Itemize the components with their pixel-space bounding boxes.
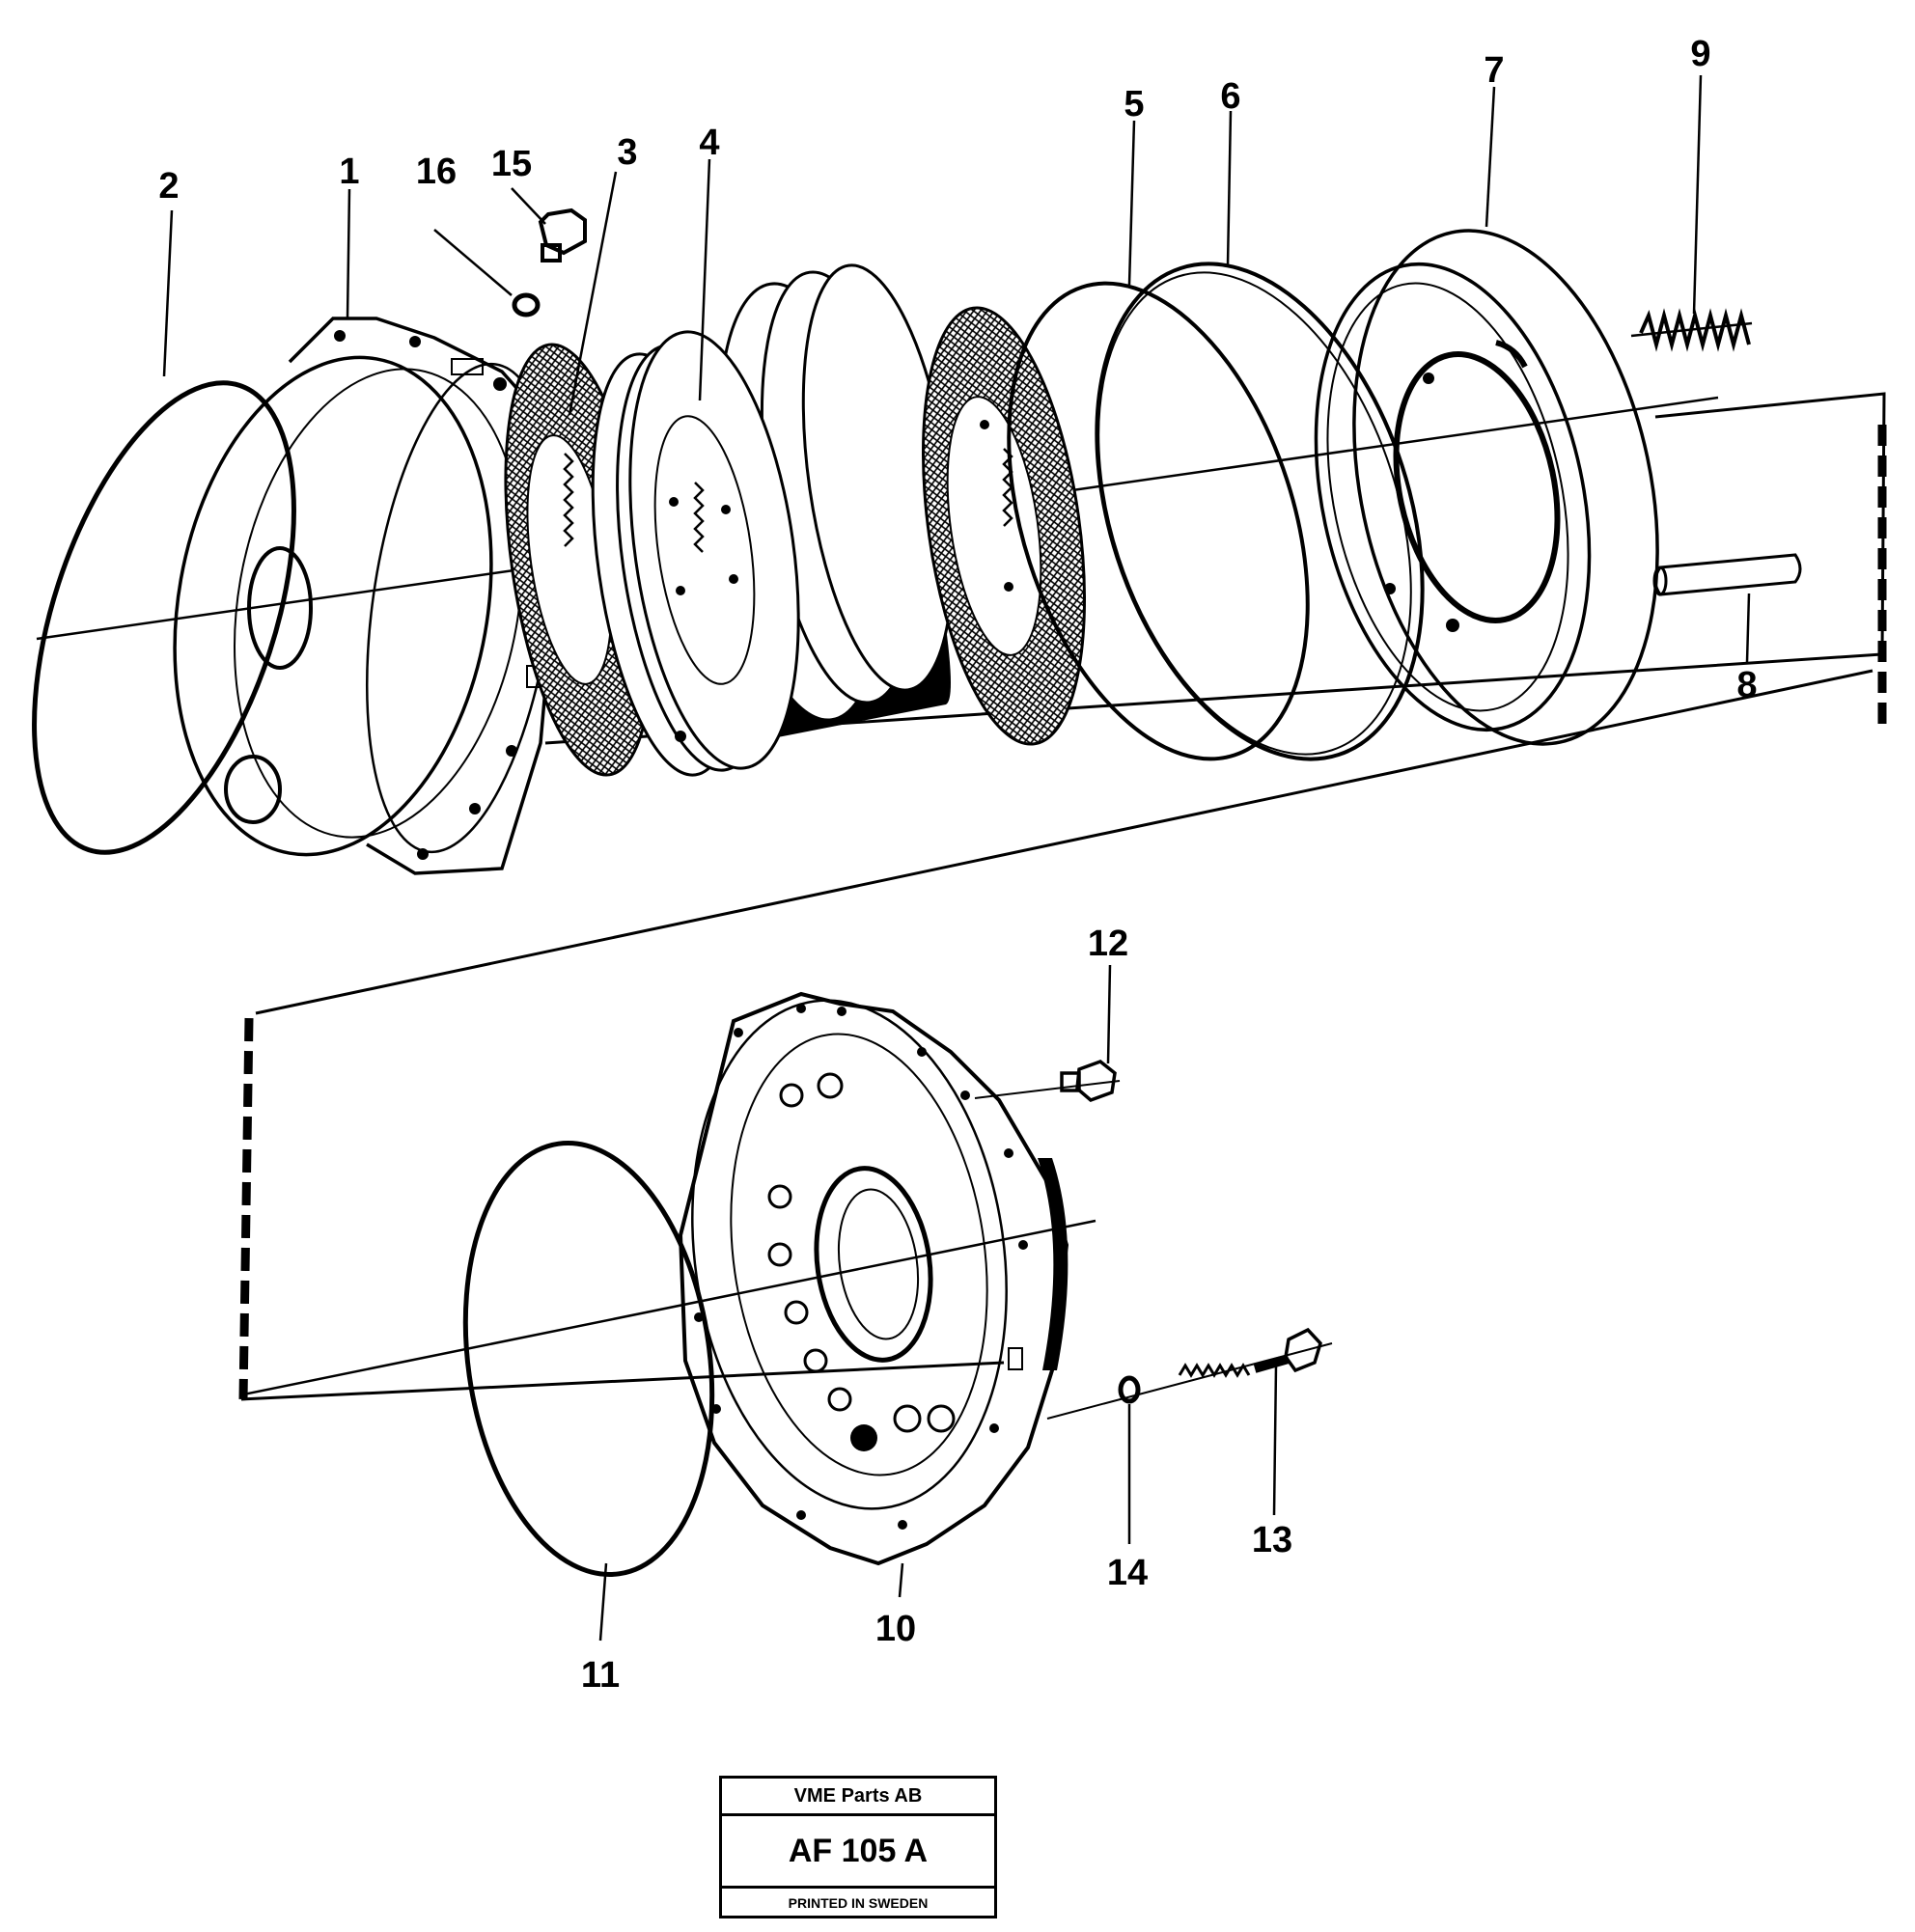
callout-8: 8 — [1736, 665, 1757, 705]
part-6-ring — [1095, 262, 1425, 761]
callout-labels: 2 1 16 15 3 4 5 6 7 9 8 12 13 14 10 11 — [158, 34, 1757, 1696]
bottom-assembly — [238, 669, 1873, 1577]
part-15-plug — [538, 207, 587, 262]
part-7-piston — [1314, 229, 1659, 746]
callout-3: 3 — [617, 132, 637, 173]
connector-bottom-edge — [240, 1361, 1005, 1401]
stamp-code: AF 105 A — [722, 1816, 994, 1889]
part-4-disc-pack — [591, 263, 956, 777]
connector-top-edge — [255, 669, 1873, 1015]
callout-7: 7 — [1484, 50, 1504, 91]
part-5-ring — [1007, 281, 1310, 761]
callout-1: 1 — [339, 152, 359, 192]
friction-disc-rear — [921, 306, 1087, 746]
callout-13: 13 — [1252, 1520, 1292, 1560]
callout-11: 11 — [581, 1655, 620, 1696]
callout-14: 14 — [1107, 1553, 1148, 1593]
stamp-printed: PRINTED IN SWEDEN — [788, 1895, 929, 1911]
part-12-plug — [974, 1060, 1121, 1102]
callout-4: 4 — [699, 123, 719, 163]
callout-16: 16 — [416, 152, 457, 192]
top-assembly — [32, 207, 1887, 875]
part-2-o-ring — [32, 380, 296, 855]
part-13-bolt — [1178, 1327, 1322, 1378]
part-16-washer — [512, 292, 541, 317]
callout-9: 9 — [1690, 34, 1710, 74]
part-10-cover — [678, 991, 1069, 1566]
bolt-axis-line — [1046, 1342, 1333, 1420]
title-stamp: VME Parts AB AF 105 A PRINTED IN SWEDEN — [719, 1776, 997, 1918]
part-8-pin — [1652, 553, 1802, 596]
callout-15: 15 — [491, 144, 532, 184]
leader-lines — [162, 74, 1751, 1642]
callout-12: 12 — [1088, 924, 1128, 964]
callout-5: 5 — [1124, 84, 1144, 124]
part-14-washer — [1118, 1375, 1141, 1404]
callout-10: 10 — [875, 1609, 916, 1649]
stamp-company: VME Parts AB — [722, 1779, 994, 1816]
callout-6: 6 — [1220, 76, 1240, 117]
connector-dashed-left — [238, 1017, 254, 1400]
bottom-axis-line — [242, 1219, 1096, 1396]
callout-2: 2 — [158, 166, 179, 207]
part-9-spring — [1630, 308, 1753, 352]
part-11-o-ring — [462, 1141, 715, 1577]
